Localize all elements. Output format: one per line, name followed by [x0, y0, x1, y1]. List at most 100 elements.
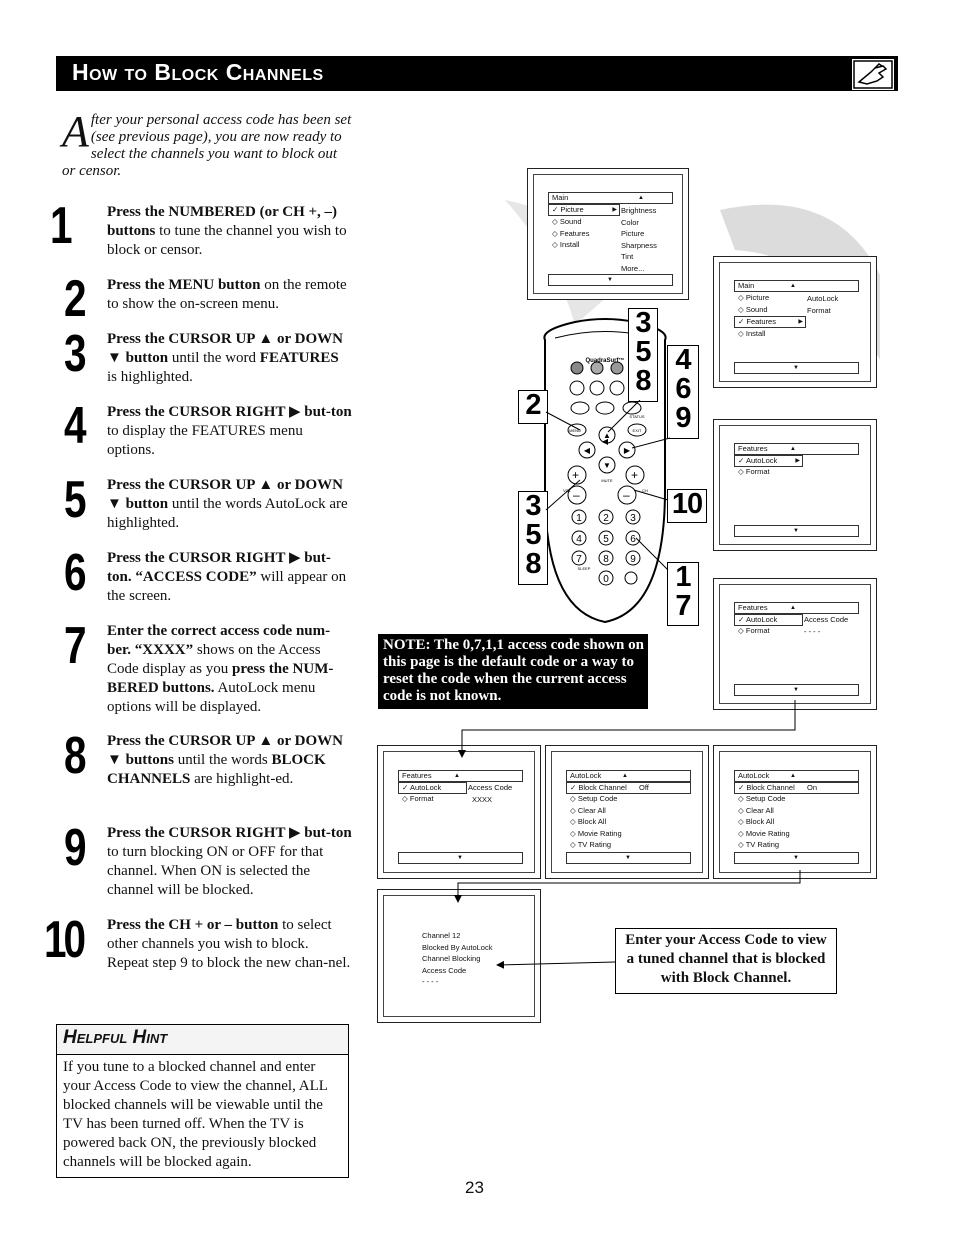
menu-title-bar: Main▲ — [734, 280, 859, 292]
menu-items: ◇ Picture ◇ Sound — [738, 293, 770, 314]
step-text: Press the NUMBERED (or CH +, –) buttons … — [107, 204, 347, 258]
step-text: Press the CURSOR UP ▲ or DOWN ▼ button u… — [107, 477, 348, 531]
svg-text:3: 3 — [630, 513, 636, 524]
step-text: Enter the correct access code num-ber. “… — [107, 623, 334, 715]
svg-text:MUTE: MUTE — [601, 478, 613, 483]
svg-text:–: – — [623, 488, 630, 502]
svg-text:9: 9 — [630, 554, 636, 565]
note-box: NOTE: The 0,7,1,1 access code shown on t… — [378, 634, 648, 709]
menu-highlight: ✓ Picture▶ — [548, 204, 620, 216]
step-number: 3 — [64, 325, 87, 383]
step-text: Press the CURSOR RIGHT ▶ but-ton. “ACCES… — [107, 550, 347, 604]
svg-text:CH: CH — [642, 488, 648, 493]
callout-10: 10 — [667, 489, 707, 523]
svg-text:▼: ▼ — [603, 461, 611, 470]
menu-title-bar: Main▲ — [548, 192, 673, 204]
flow-arrows — [454, 700, 801, 969]
submenu-items: AutoLock Format — [807, 294, 839, 315]
step-number: 1 — [50, 197, 73, 255]
tv-screen-access-code-entered: Features▲ ✓ AutoLock ◇ Format Access Cod… — [377, 745, 541, 879]
callout-lines — [545, 400, 671, 571]
menu-title-bar: Features▲ — [734, 602, 859, 614]
step-text: Press the CH + or – button to select oth… — [107, 917, 351, 971]
svg-text:5: 5 — [603, 534, 609, 545]
step-number: 5 — [64, 471, 87, 529]
step-text: Press the CURSOR RIGHT ▶ but-ton to disp… — [107, 404, 352, 458]
menu-items: ◇ Setup Code ◇ Clear All ◇ Block All ◇ M… — [570, 794, 622, 849]
note-text: NOTE: The 0,7,1,1 access code shown on t… — [383, 637, 644, 704]
hint-header: Helpful Hint — [57, 1025, 348, 1055]
step-number: 6 — [64, 544, 87, 602]
step-number: 7 — [64, 617, 87, 675]
helpful-hint-box: Helpful Hint If you tune to a blocked ch… — [56, 1024, 349, 1178]
menu-items: ◇ Sound ◇ Features ◇ Install — [552, 217, 590, 249]
callout-3-5-8-top: 3 5 8 — [628, 308, 658, 402]
svg-text:1: 1 — [576, 513, 582, 524]
menu-title-bar: AutoLock▲ — [566, 770, 691, 782]
menu-items: ◇ Format — [738, 626, 770, 635]
tv-screen-features: Features▲ ✓ AutoLock▶ ◇ Format ▼ — [713, 419, 877, 551]
menu-highlight: ✓ AutoLock▶ — [734, 455, 803, 467]
step-text: Press the CURSOR RIGHT ▶ but-ton to turn… — [107, 825, 352, 898]
intro-text: fter your personal access code has been … — [62, 112, 352, 179]
drop-cap: A — [62, 107, 89, 156]
svg-text:8: 8 — [603, 554, 609, 565]
access-code-field: Access Code XXXX — [468, 783, 513, 804]
enter-access-code-text: Enter your Access Code to view a tuned c… — [625, 932, 827, 986]
hint-text: If you tune to a blocked channel and ent… — [63, 1059, 328, 1170]
svg-text:▶: ▶ — [624, 446, 631, 455]
menu-highlight: ✓ Features▶ — [734, 316, 806, 328]
tv-screen-main-menu: Main▲ ✓ Picture▶ ◇ Sound ◇ Features ◇ In… — [527, 168, 689, 300]
callout-2: 2 — [518, 390, 548, 424]
svg-text:▲: ▲ — [603, 431, 611, 440]
svg-text:4: 4 — [576, 534, 582, 545]
menu-footer-bar: ▼ — [398, 852, 523, 864]
svg-text:6: 6 — [630, 534, 636, 545]
submenu-items: Brightness Color Picture Sharpness Tint … — [621, 206, 657, 273]
tv-screen-main-features: Main▲ ◇ Picture ◇ Sound ✓ Features▶ ◇ In… — [713, 256, 877, 388]
menu-footer-bar: ▼ — [548, 274, 673, 286]
step-text: Press the CURSOR UP ▲ or DOWN ▼ button u… — [107, 331, 343, 385]
step-number: 9 — [64, 819, 87, 877]
step-number: 10 — [44, 911, 86, 969]
menu-footer-bar: ▼ — [734, 852, 859, 864]
tv-screen-access-code-blank: Features▲ ✓ AutoLock ◇ Format Access Cod… — [713, 578, 877, 710]
callout-1-7: 1 7 — [667, 562, 699, 626]
svg-text:QuadraSurf™: QuadraSurf™ — [585, 357, 624, 364]
callout-4-6-9: 4 6 9 — [667, 345, 699, 439]
svg-text:7: 7 — [576, 554, 582, 565]
menu-items: ◇ Setup Code ◇ Clear All ◇ Block All ◇ M… — [738, 794, 790, 849]
svg-text:◀: ◀ — [584, 446, 591, 455]
menu-items-lower: ◇ Install — [738, 329, 766, 338]
svg-text:SLEEP: SLEEP — [578, 566, 591, 571]
hint-title: Helpful Hint — [63, 1027, 168, 1048]
step-number: 2 — [64, 270, 87, 328]
svg-text:+: + — [631, 468, 638, 482]
remote-hand-icon — [852, 59, 894, 90]
page-number: 23 — [465, 1178, 484, 1197]
menu-highlight: ✓ AutoLock — [734, 614, 803, 626]
callout-3-5-8-bottom: 3 5 8 — [518, 491, 548, 585]
svg-text:0: 0 — [603, 574, 609, 585]
step-number: 8 — [64, 727, 87, 785]
menu-footer-bar: ▼ — [734, 362, 859, 374]
svg-text:STATUS: STATUS — [629, 414, 645, 419]
tv-screen-blocked-channel: Channel 12 Blocked By AutoLock Channel B… — [377, 889, 541, 1023]
menu-highlight: ✓ AutoLock — [398, 782, 467, 794]
header-bar: How to Block Channels — [56, 56, 898, 91]
page-title: How to Block Channels — [72, 59, 324, 85]
menu-items: ◇ Format — [402, 794, 434, 803]
menu-footer-bar: ▼ — [734, 684, 859, 696]
svg-text:MENU: MENU — [569, 428, 581, 433]
svg-text:–: – — [573, 488, 580, 502]
access-code-field: Access Code - - - - — [804, 615, 849, 636]
step-text: Press the CURSOR UP ▲ or DOWN ▼ buttons … — [107, 733, 343, 787]
svg-text:+: + — [572, 468, 579, 482]
menu-title-bar: Features▲ — [398, 770, 523, 782]
menu-footer-bar: ▼ — [566, 852, 691, 864]
